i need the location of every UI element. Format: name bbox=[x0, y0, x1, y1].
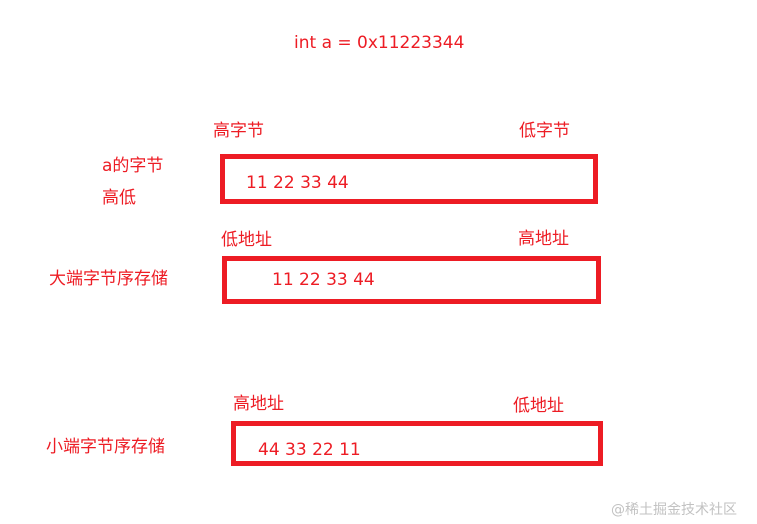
row-bytes-right-header: 低字节 bbox=[519, 121, 570, 141]
little-endian-left-header: 高地址 bbox=[233, 394, 284, 414]
big-endian-bytes: 11 22 33 44 bbox=[272, 270, 375, 290]
diagram-title: int a = 0x11223344 bbox=[294, 33, 465, 53]
little-endian-right-header: 低地址 bbox=[513, 396, 564, 416]
little-endian-bytes: 44 33 22 11 bbox=[258, 440, 361, 460]
big-endian-label: 大端字节序存储 bbox=[49, 269, 168, 289]
big-endian-box bbox=[222, 256, 601, 304]
row-bytes-label-line2: 高低 bbox=[102, 188, 136, 208]
big-endian-left-header: 低地址 bbox=[221, 230, 272, 250]
little-endian-label: 小端字节序存储 bbox=[46, 437, 165, 457]
big-endian-right-header: 高地址 bbox=[518, 229, 569, 249]
row-bytes-label-line1: a的字节 bbox=[102, 156, 164, 176]
bytes-value: 11 22 33 44 bbox=[246, 173, 349, 193]
row-bytes-left-header: 高字节 bbox=[213, 121, 264, 141]
bytes-box bbox=[220, 154, 598, 204]
little-endian-box bbox=[231, 421, 603, 466]
watermark: @稀土掘金技术社区 bbox=[611, 502, 737, 518]
